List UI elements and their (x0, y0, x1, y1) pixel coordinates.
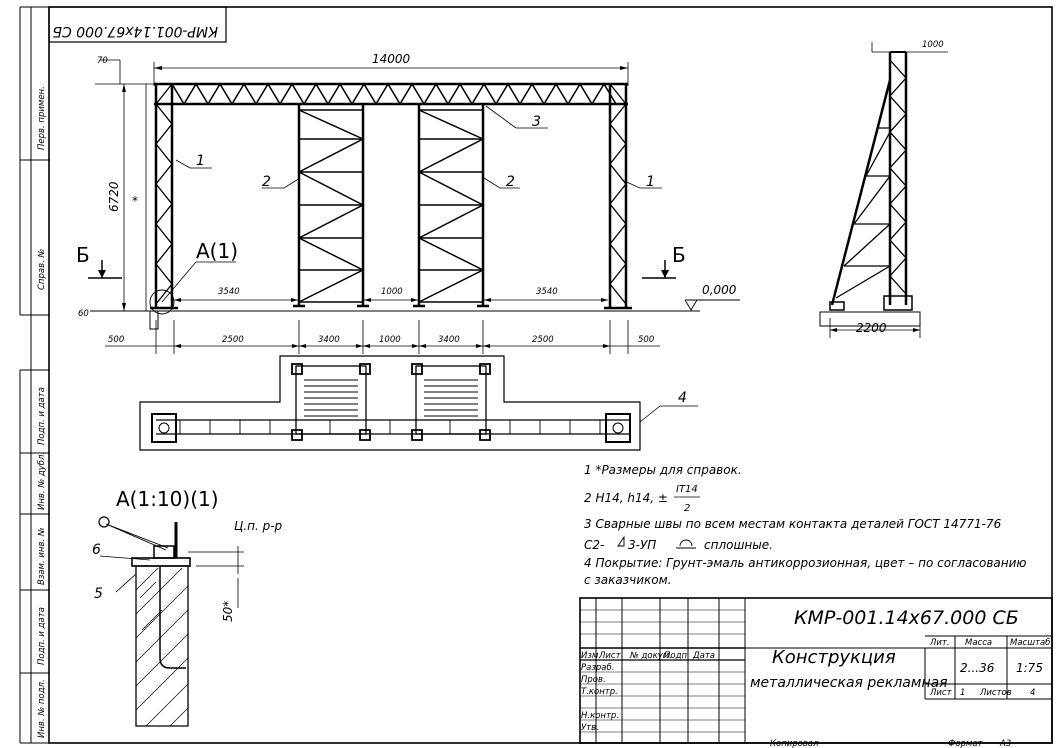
position-2-left: 2 (262, 174, 271, 190)
position-1-right: 1 (646, 174, 655, 190)
level-mark: 0,000 (702, 283, 737, 297)
note-3-weld-3: сплошные. (704, 538, 773, 552)
note-1: 1 *Размеры для справок. (584, 463, 742, 477)
side-view (819, 42, 948, 338)
small-dim-4: 500 (638, 335, 654, 345)
title-row-tkontr: Т.контр. (581, 687, 618, 697)
title-designation: КМР-001.14х67.000 СБ (794, 607, 1019, 629)
dim-height-mark: * (132, 194, 138, 208)
detail-level-label: Ц.п. р-р (234, 519, 283, 533)
note-2: 2 Н14, h14, ± (584, 491, 668, 505)
title-row-nkontr: Н.контр. (581, 711, 619, 721)
side-label-perv-primen: Перв. примен. (37, 86, 47, 150)
position-2-right: 2 (506, 174, 515, 190)
sheet-frame (48, 6, 1053, 744)
detail-position-6: 6 (92, 542, 101, 558)
title-name-line1: Конструкция (772, 647, 896, 668)
span-dim-1: 3540 (218, 287, 240, 297)
note-4-cont: с заказчиком. (584, 573, 671, 587)
plan-position-4: 4 (678, 390, 687, 406)
bottom-dim-1: 2500 (222, 335, 244, 345)
title-mass-value: 2...36 (960, 661, 995, 675)
note-3: 3 Сварные швы по всем местам контакта де… (584, 517, 1002, 531)
front-view (88, 59, 740, 354)
footer-format-value: А3 (999, 739, 1011, 748)
note-3-weld-1: С2- (584, 538, 604, 552)
note-2-fraction-num: IT14 (676, 484, 698, 495)
title-block (579, 597, 1053, 744)
bottom-dim-4: 3400 (438, 335, 460, 345)
small-dim-1: 70 (97, 56, 108, 66)
title-col-podp: Подп. (664, 651, 690, 661)
footer-copied: Копировал (770, 739, 819, 748)
detail-a (98, 516, 244, 727)
span-dim-2: 1000 (381, 287, 403, 297)
notes: 1 *Размеры для справок. 2 Н14, h14, ± IT… (584, 463, 1027, 587)
title-scale-value: 1:75 (1016, 661, 1043, 675)
detail-title: А(1:10)(1) (116, 487, 219, 511)
side-label-podp-data-1: Подп. и дата (37, 387, 47, 445)
detail-callout-a1: А(1) (196, 239, 238, 263)
small-dim-3: 500 (108, 335, 124, 345)
side-label-inv-dubl: Инв. № дубл. (37, 452, 47, 510)
side-label-podp-data-2: Подп. и дата (37, 607, 47, 665)
span-dim-3: 3540 (536, 287, 558, 297)
position-3: 3 (532, 114, 541, 130)
title-lit-label: Лит. (929, 638, 950, 648)
dim-height: 6720 (107, 181, 121, 212)
bottom-dim-5: 2500 (532, 335, 554, 345)
title-sheets-value: 4 (1030, 688, 1035, 698)
plan-view (139, 355, 698, 451)
title-sheet-value: 1 (960, 688, 965, 698)
bottom-dim-3: 1000 (379, 335, 401, 345)
dim-overall-width: 14000 (372, 52, 411, 66)
title-col-data: Дата (692, 651, 715, 661)
section-mark-right: Б (672, 243, 686, 267)
side-width-dim: 2200 (856, 321, 887, 335)
side-label-vzam-inv: Взам. инв. № (37, 527, 47, 585)
title-row-utv: Утв. (581, 723, 599, 733)
title-col-izm: Изм. (581, 651, 601, 661)
note-3-weld-2: 3-УП (628, 538, 656, 552)
title-mass-label: Масса (965, 638, 992, 648)
position-1-left: 1 (196, 153, 205, 169)
title-row-prov: Пров. (581, 675, 606, 685)
title-sheet-label: Лист (929, 688, 953, 698)
bottom-dim-2: 3400 (318, 335, 340, 345)
title-scale-label: Масштаб (1010, 638, 1050, 648)
title-row-razrab: Разраб. (581, 663, 614, 673)
note-4: 4 Покрытие: Грунт-эмаль антикоррозионная… (584, 556, 1027, 570)
document-code-rotated: КМР-001.14х67.000 СБ (52, 23, 218, 39)
footer-format-label: Формат (948, 739, 984, 748)
detail-dim-50: 50* (221, 601, 235, 622)
title-name-line2: металлическая рекламная (750, 675, 948, 691)
side-label-sprav: Справ. № (37, 248, 47, 290)
note-2-fraction-den: 2 (684, 503, 690, 514)
title-col-list: Лист (598, 651, 622, 661)
side-top-dim: 1000 (922, 40, 944, 50)
side-label-inv-podl: Инв. № подл. (37, 679, 47, 738)
title-col-dokum: № докум. (629, 651, 672, 661)
detail-position-5: 5 (94, 586, 103, 602)
section-mark-left: Б (76, 243, 90, 267)
title-sheets-label: Листов (979, 688, 1012, 698)
small-dim-2: 60 (78, 309, 89, 319)
